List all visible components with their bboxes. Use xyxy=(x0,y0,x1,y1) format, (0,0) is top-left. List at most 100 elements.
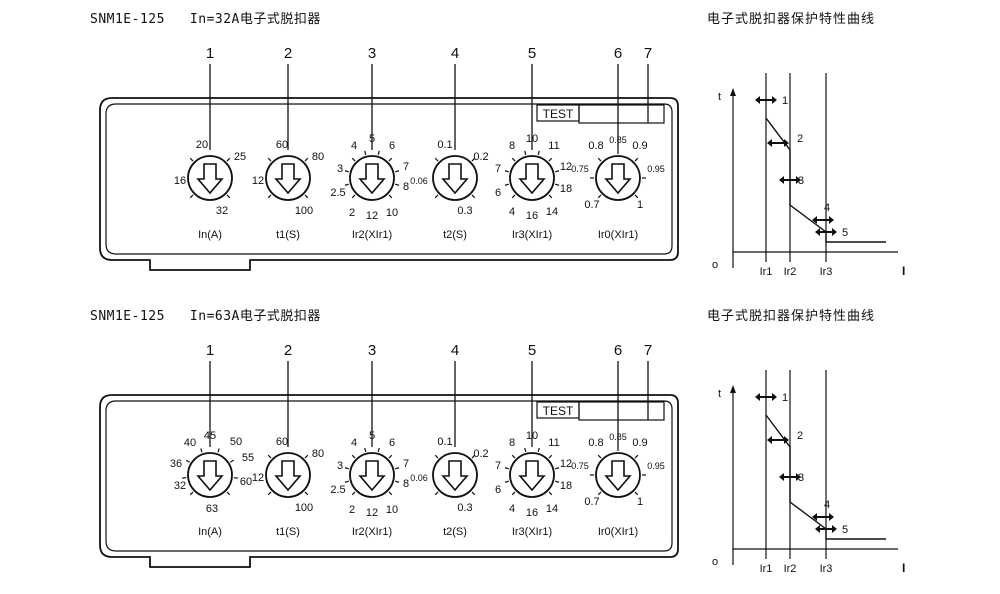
dial-label: Ir2(XIr1) xyxy=(352,229,392,241)
dial-tick-label: 100 xyxy=(295,502,313,514)
dial-tick-label: 2.5 xyxy=(330,484,345,496)
trip-characteristic-curve xyxy=(765,414,886,540)
dial-tick-mark xyxy=(226,157,231,162)
callout-number: 2 xyxy=(284,45,292,62)
dial-tick-label: 2 xyxy=(349,207,355,219)
dial-tick-mark xyxy=(364,150,367,155)
dial-label: Ir2(XIr1) xyxy=(352,526,392,538)
dial-tick-mark xyxy=(364,447,367,452)
curve-marker-number: 4 xyxy=(824,499,830,511)
dial-tick-label: 14 xyxy=(546,503,558,515)
arrow-right-icon xyxy=(796,473,801,481)
dial-tick-mark xyxy=(504,467,509,470)
curve-marker-number: 1 xyxy=(782,392,788,404)
dial-tick-mark xyxy=(434,194,439,199)
dial-tick-label: 7 xyxy=(495,163,501,175)
dial-4: 0.10.20.060.3t2(S) xyxy=(410,139,488,241)
dial-tick-label: 0.95 xyxy=(647,461,665,471)
arrow-down-icon xyxy=(518,460,546,492)
dial-tick-mark xyxy=(395,480,400,483)
dial-tick-mark xyxy=(351,157,356,162)
dial-tick-label: 32 xyxy=(216,205,228,217)
dial-tick-mark xyxy=(511,491,516,496)
dial-tick-label: 0.3 xyxy=(457,205,472,217)
arrow-left-icon xyxy=(815,525,820,533)
dial-tick-label: 0.7 xyxy=(584,199,599,211)
dial-tick-mark xyxy=(471,454,476,459)
callout-number: 3 xyxy=(368,342,376,359)
dial-tick-mark xyxy=(226,194,231,199)
curve-y-axis-label: t xyxy=(718,388,721,400)
dial-tick-mark xyxy=(434,157,439,162)
dial-tick-label: 8 xyxy=(403,181,409,193)
curve-origin-label: o xyxy=(712,259,718,271)
curve-x-tick-label: Ir2 xyxy=(784,266,797,278)
curve-marker-number: 2 xyxy=(797,133,803,145)
dial-label: Ir3(XIr1) xyxy=(512,229,552,241)
dial-tick-mark xyxy=(471,157,476,162)
curve-x-tick-label: Ir3 xyxy=(820,266,833,278)
dial-tick-mark xyxy=(511,157,516,162)
dial-tick-mark xyxy=(388,194,393,199)
dial-tick-mark xyxy=(226,491,231,496)
dial-tick-label: 0.95 xyxy=(647,164,665,174)
dial-tick-mark xyxy=(344,183,349,186)
dial-tick-mark xyxy=(504,170,509,173)
dial-tick-label: 4 xyxy=(509,206,515,218)
dial-tick-label: 10 xyxy=(526,430,538,442)
dial-tick-mark xyxy=(267,194,272,199)
dial-tick-mark xyxy=(597,454,602,459)
curve-marker-number: 2 xyxy=(797,430,803,442)
dial-tick-mark xyxy=(189,194,194,199)
dial-tick-label: 2.5 xyxy=(330,187,345,199)
dial-tick-mark xyxy=(597,194,602,199)
arrow-left-icon xyxy=(767,436,772,444)
arrow-down-icon xyxy=(196,460,224,492)
dial-tick-label: 7 xyxy=(403,161,409,173)
dial-tick-mark xyxy=(434,491,439,496)
arrow-right-icon xyxy=(829,513,834,521)
dial-label: In(A) xyxy=(198,526,222,538)
callout-number: 1 xyxy=(206,342,214,359)
dial-tick-mark xyxy=(504,183,509,186)
dial-label: In(A) xyxy=(198,229,222,241)
dial-tick-label: 60 xyxy=(276,436,288,448)
arrow-down-icon xyxy=(274,163,302,195)
arrow-right-icon xyxy=(784,436,789,444)
dial-tick-label: 18 xyxy=(560,183,572,195)
dial-tick-label: 0.85 xyxy=(609,432,627,442)
dial-tick-label: 7 xyxy=(495,460,501,472)
dial-tick-mark xyxy=(388,454,393,459)
dial-tick-label: 16 xyxy=(526,507,538,519)
dial-tick-mark xyxy=(304,194,309,199)
dial-tick-label: 0.3 xyxy=(457,502,472,514)
dial-tick-mark xyxy=(634,454,639,459)
dial-tick-mark xyxy=(217,448,220,453)
dial-tick-mark xyxy=(555,183,560,186)
callout-number: 5 xyxy=(528,342,536,359)
callout-number: 5 xyxy=(528,45,536,62)
dial-tick-label: 0.8 xyxy=(588,140,603,152)
curve-x-tick-label: Ir1 xyxy=(760,563,773,575)
curve-x-tick-label: Ir2 xyxy=(784,563,797,575)
dial-tick-label: 3 xyxy=(337,460,343,472)
curve-title: 电子式脱扣器保护特性曲线 xyxy=(707,309,876,324)
dial-tick-label: 4 xyxy=(509,503,515,515)
dial-tick-mark xyxy=(395,170,400,173)
dial-tick-label: 0.75 xyxy=(571,164,589,174)
dial-tick-mark xyxy=(634,194,639,199)
curve-title: 电子式脱扣器保护特性曲线 xyxy=(707,12,876,27)
indicator-window xyxy=(578,401,665,421)
trip-unit-panel-outline xyxy=(99,97,679,271)
dial-tick-mark xyxy=(344,467,349,470)
arrow-down-icon xyxy=(358,460,386,492)
dial-tick-label: 36 xyxy=(170,458,182,470)
dial-tick-mark xyxy=(395,467,400,470)
dial-tick-mark xyxy=(344,170,349,173)
trip-unit-panel-outline xyxy=(99,394,679,568)
dial-tick-label: 5 xyxy=(369,133,375,145)
dial-label: t1(S) xyxy=(276,526,300,538)
